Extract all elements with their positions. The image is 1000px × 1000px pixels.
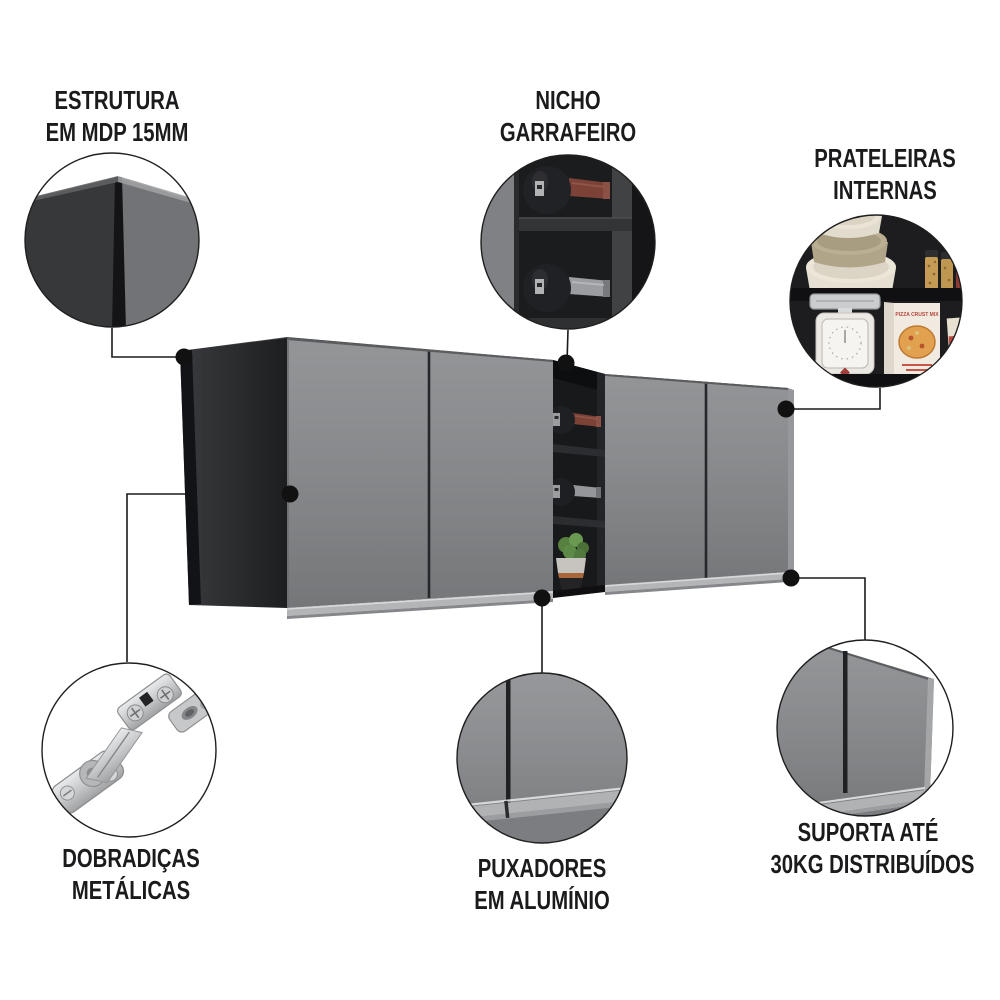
callout-circle-suporta [776, 639, 954, 817]
callout-circle-nicho [480, 154, 656, 330]
label-line: ESTRUTURA [54, 85, 180, 115]
cabinet-doors-left-shading [287, 338, 553, 608]
niche-zoom-bottle-bottom [523, 264, 610, 312]
stacked-bowls [806, 215, 896, 298]
kitchen-scale [809, 293, 881, 378]
door-right-edge-zoom [924, 678, 934, 795]
dot-puxadores [533, 589, 551, 607]
label-line: SUPORTA ATÉ [797, 817, 939, 847]
label-line: PRATELEIRAS [814, 143, 956, 173]
corner-ridge [112, 177, 126, 327]
connector-estrutura [111, 328, 183, 358]
callout-circle-prateleiras: PIZZA CRUST MIX [789, 214, 963, 388]
cabinet-right-edge [788, 388, 794, 572]
corner-left-face [25, 177, 118, 327]
pizza-box-title: PIZZA CRUST MIX [895, 312, 939, 318]
connector-prateleiras [786, 388, 881, 410]
cabinet-left-side-panel [180, 338, 287, 608]
wall-labels [946, 317, 962, 357]
label-prateleiras: PRATELEIRAS INTERNAS [807, 142, 963, 206]
dot-dobradicas [281, 485, 299, 503]
cabinet-left-front-edge [180, 350, 201, 605]
connector-dots [175, 348, 800, 607]
label-estrutura: ESTRUTURA EM MDP 15MM [39, 84, 195, 148]
cabinet-doors-right-shading [605, 374, 788, 586]
spice-jars [925, 246, 962, 292]
connector-suporta [792, 577, 866, 640]
wine-bottle-bottom [553, 478, 601, 506]
dot-nicho [557, 354, 575, 372]
label-line: METÁLICAS [71, 875, 191, 905]
label-dobradicas: DOBRADIÇAS METÁLICAS [53, 842, 209, 906]
niche-zoom-bottle-top [523, 166, 610, 214]
label-line: PUXADORES [477, 853, 607, 883]
callout-circle-puxadores [456, 672, 628, 844]
label-line: DOBRADIÇAS [62, 843, 200, 873]
niche-zoom-shelf [519, 218, 632, 231]
label-line: 30KG DISTRIBUÍDOS [770, 849, 975, 879]
door-seam-zoom [843, 651, 848, 793]
plant-pot [556, 558, 586, 573]
label-line: INTERNAS [833, 175, 937, 205]
callout-circle-estrutura [24, 152, 200, 328]
label-line: EM ALUMÍNIO [474, 885, 610, 915]
niche-shelf [553, 444, 605, 457]
door-top-shadow-right [604, 374, 789, 390]
dot-prateleiras [777, 400, 795, 418]
aluminum-strip-zoom [457, 790, 627, 819]
label-nicho: NICHO GARRAFEIRO [490, 84, 646, 148]
succulent-plant [556, 533, 589, 590]
pizza-box: PIZZA CRUST MIX [884, 302, 940, 379]
wall-cabinet [180, 337, 794, 619]
label-line: EM MDP 15MM [45, 117, 189, 147]
label-puxadores: PUXADORES EM ALUMÍNIO [464, 852, 620, 916]
wine-bottle-top [553, 406, 601, 434]
door-top-shadow-left [286, 338, 554, 362]
label-suporta: SUPORTA ATÉ 30KG DISTRIBUÍDOS [770, 816, 975, 880]
niche-shelf [553, 516, 605, 528]
niche-zoom-door-edge [481, 155, 514, 329]
callout-circle-dobradicas [41, 662, 217, 838]
label-line: NICHO [535, 85, 601, 115]
label-line: GARRAFEIRO [499, 117, 637, 147]
dot-suporta [782, 569, 800, 587]
dot-estrutura [175, 348, 193, 366]
door-seam-zoom [506, 673, 511, 803]
aluminum-handle-strips [286, 572, 789, 619]
